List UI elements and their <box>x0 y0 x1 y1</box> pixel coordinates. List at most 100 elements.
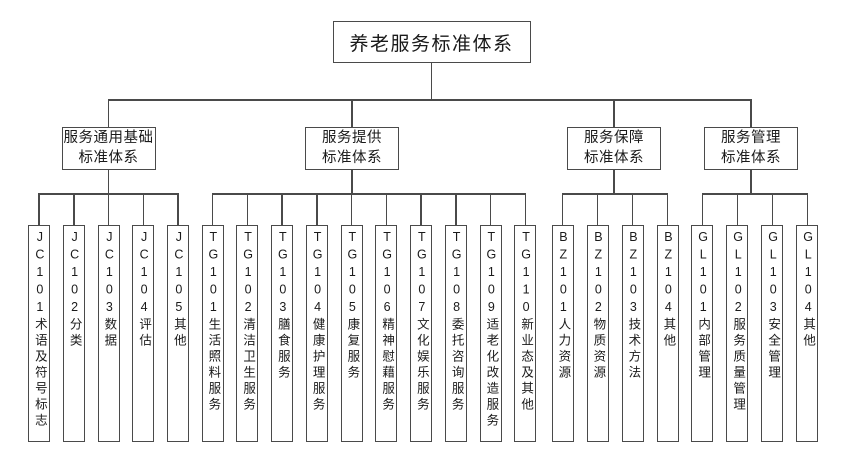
node-name: 物质资源 <box>591 317 606 382</box>
connector-line <box>561 194 564 225</box>
node-label: JC101术语及符号标志 <box>32 226 47 430</box>
root-node: 养老服务标准体系 <box>332 21 531 63</box>
connector-line <box>211 194 214 225</box>
group-header-line: 服务通用基础 <box>63 129 154 146</box>
node-code: TG106 <box>380 230 395 318</box>
connector-line <box>666 194 669 225</box>
node-label: GL101内部管理 <box>695 226 711 382</box>
node-code: GL102 <box>731 230 746 318</box>
connector-line <box>107 194 110 225</box>
node-code: JC103 <box>102 230 117 318</box>
node-label: GL102服务质量管理 <box>730 226 746 414</box>
node-tg108: TG108委托咨询服务 <box>444 225 467 442</box>
connector-line <box>613 100 615 127</box>
node-name: 其他 <box>171 317 186 350</box>
node-code: TG104 <box>310 230 325 318</box>
node-name: 数据 <box>102 317 117 350</box>
node-label: GL103安全管理 <box>765 226 781 382</box>
node-name: 评估 <box>137 317 152 350</box>
node-code: JC104 <box>137 230 152 318</box>
node-tg101: TG101生活照料服务 <box>201 225 224 442</box>
connector-line <box>750 170 752 194</box>
group-header-4: 服务管理标准体系 <box>704 127 798 170</box>
node-tg109: TG109适老化改造服务 <box>479 225 502 442</box>
node-tg107: TG107文化娱乐服务 <box>410 225 432 442</box>
node-label: TG108委托咨询服务 <box>449 226 464 414</box>
node-label: TG105康复服务 <box>345 226 359 382</box>
group-header-line: 服务提供 <box>322 129 382 146</box>
node-code: TG109 <box>484 230 499 318</box>
node-tg102: TG102清洁卫生服务 <box>236 225 259 442</box>
node-name: 清洁卫生服务 <box>241 317 256 414</box>
node-bz103: BZ103技术方法 <box>621 225 644 442</box>
connector-line <box>455 194 457 225</box>
connector-line <box>351 170 353 194</box>
connector-line <box>701 193 809 195</box>
node-name: 委托咨询服务 <box>449 317 464 414</box>
group-header-3: 服务保障标准体系 <box>567 127 661 170</box>
node-label: TG110新业态及其他 <box>518 226 534 414</box>
node-jc102: JC102分类 <box>62 225 85 442</box>
node-label: BZ102物质资源 <box>591 226 605 382</box>
connector-line <box>524 194 526 225</box>
node-code: JC105 <box>171 230 186 318</box>
connector-line <box>350 194 353 225</box>
node-name: 其他 <box>661 317 676 350</box>
node-label: BZ101人力资源 <box>556 226 570 382</box>
node-jc101: JC101术语及符号标志 <box>28 225 50 442</box>
connector-line <box>385 194 387 225</box>
connector-line <box>701 194 704 225</box>
node-name: 人力资源 <box>556 317 571 382</box>
group-header-1: 服务通用基础标准体系 <box>61 127 156 170</box>
node-bz102: BZ102物质资源 <box>586 225 609 442</box>
node-label: TG103膳食服务 <box>275 226 290 382</box>
node-code: JC101 <box>32 230 47 318</box>
group-header-line: 标准体系 <box>78 149 139 166</box>
connector-line <box>351 100 353 127</box>
node-label: GL104其他 <box>800 226 815 350</box>
node-code: BZ102 <box>591 230 606 318</box>
node-label: JC102分类 <box>67 226 82 350</box>
connector-line <box>420 194 422 225</box>
node-label: JC105其他 <box>171 226 186 350</box>
node-name: 安全管理 <box>766 317 781 382</box>
node-bz101: BZ101人力资源 <box>551 225 574 442</box>
node-name: 分类 <box>67 317 82 350</box>
node-tg105: TG105康复服务 <box>340 225 363 442</box>
node-code: TG102 <box>241 230 256 318</box>
node-bz104: BZ104其他 <box>656 225 679 442</box>
group-header-line: 标准体系 <box>322 149 382 166</box>
node-code: GL101 <box>696 230 711 318</box>
node-jc103: JC103数据 <box>97 225 120 442</box>
node-tg110: TG110新业态及其他 <box>514 225 537 442</box>
connector-line <box>281 194 283 225</box>
node-name: 康复服务 <box>345 317 360 382</box>
node-name: 内部管理 <box>696 317 711 382</box>
group-header-line: 服务管理 <box>721 129 781 146</box>
group-header-2: 服务提供标准体系 <box>305 127 399 170</box>
node-name: 术语及符号标志 <box>32 317 47 430</box>
connector-line <box>177 194 179 225</box>
connector-line <box>489 194 492 225</box>
node-label: TG102清洁卫生服务 <box>240 226 256 414</box>
connector-line <box>430 63 433 100</box>
node-label: TG101生活照料服务 <box>206 226 220 414</box>
group-header-line: 标准体系 <box>584 149 644 166</box>
connector-line <box>561 193 669 195</box>
node-name: 膳食服务 <box>275 317 290 382</box>
node-gl103: GL103安全管理 <box>761 225 784 442</box>
node-tg106: TG106精神慰藉服务 <box>375 225 398 442</box>
node-jc104: JC104评估 <box>132 225 155 442</box>
node-gl101: GL101内部管理 <box>691 225 714 442</box>
node-code: TG103 <box>275 230 290 318</box>
node-code: GL103 <box>766 230 781 318</box>
node-name: 文化娱乐服务 <box>414 317 429 414</box>
connector-line <box>38 194 40 225</box>
connector-line <box>107 170 110 194</box>
node-name: 新业态及其他 <box>519 317 534 414</box>
connector-line <box>142 194 144 225</box>
node-name: 生活照料服务 <box>206 317 221 414</box>
connector-line <box>613 170 615 194</box>
node-label: TG104健康护理服务 <box>310 226 325 414</box>
